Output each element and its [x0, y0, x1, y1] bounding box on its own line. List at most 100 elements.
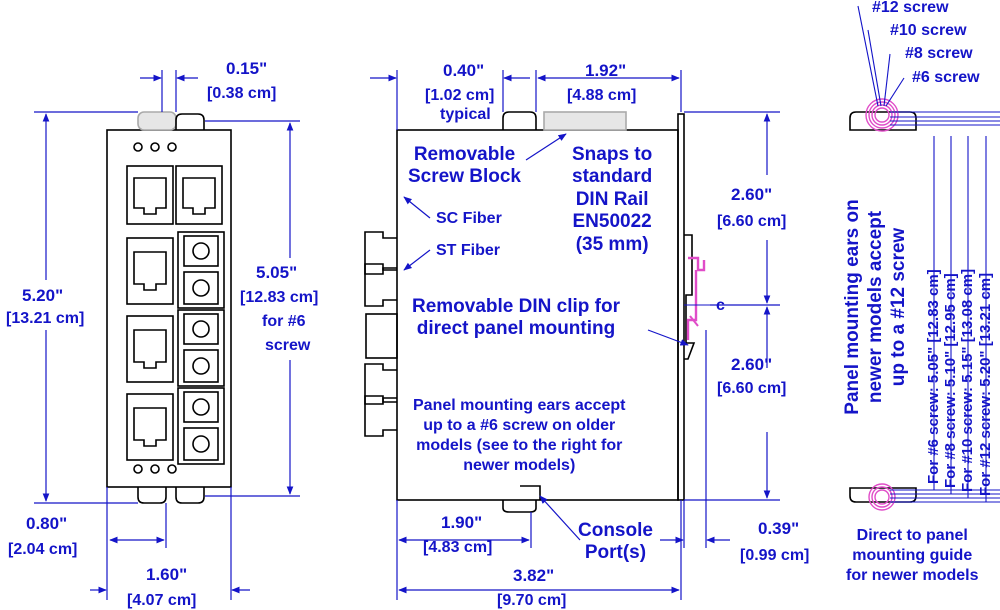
dim-block-depth-cm: [1.02 cm] — [425, 87, 495, 104]
dim-depth-cm: [9.70 cm] — [497, 592, 567, 609]
dim-height: 5.20" — [22, 286, 64, 305]
label-screw-10: #10 screw — [890, 22, 967, 39]
label-screw-8: #8 screw — [905, 45, 973, 62]
dim-height-cm: [13.21 cm] — [6, 310, 85, 327]
led-indicator — [150, 464, 160, 474]
fiber-connector-ring — [192, 320, 210, 338]
fiber-connector — [183, 313, 219, 345]
fiber-connector-ring — [192, 435, 210, 453]
screw-circles-bottom — [868, 483, 896, 511]
spacing-screw-12: For #12 screw: 5.20" [13.21 cm] — [977, 272, 994, 496]
led-indicator — [150, 142, 160, 152]
fiber-port-pair — [177, 309, 225, 387]
dim-console-offset: 1.90" — [441, 513, 483, 532]
dim-ear-width-cm: [0.38 cm] — [207, 85, 277, 102]
dim-ear-width: 0.15" — [226, 59, 268, 78]
dim-console-offset-cm: [4.83 cm] — [423, 539, 493, 556]
rj45-side — [365, 313, 398, 359]
rj45-jack — [133, 251, 167, 291]
dim-clip-depth: 0.39" — [758, 519, 800, 538]
front-view — [106, 111, 232, 504]
dim-typical: typical — [440, 106, 491, 123]
fiber-connector — [183, 391, 219, 423]
fiber-connector-ring — [192, 398, 210, 416]
front-dimensions — [34, 70, 300, 600]
dim-rail-offset-cm: [4.88 cm] — [567, 87, 637, 104]
fiber-connector-ring — [192, 242, 210, 260]
spacing-screw-10: For #10 screw: 5.15" [13.08 cm] — [959, 268, 976, 492]
spacing-screw-8: For #8 screw: 5.10" [12.95 cm] — [942, 273, 959, 488]
led-indicator — [133, 142, 143, 152]
center-mark: c — [716, 297, 725, 314]
dim-hole-spacing-cm: [12.83 cm] — [240, 289, 319, 306]
console-port — [520, 485, 541, 500]
rj45-jack — [133, 177, 167, 215]
fiber-connector-side — [364, 395, 397, 437]
fiber-connector-ring — [192, 279, 210, 297]
led-indicator — [167, 464, 177, 474]
front-top-ear — [175, 113, 205, 130]
sc-fiber-connector — [364, 231, 397, 275]
mounting-dimensions — [857, 5, 1000, 503]
label-screw-6: #6 screw — [912, 69, 980, 86]
fiber-connector — [183, 235, 219, 267]
front-bottom-ear-right — [175, 487, 205, 504]
dim-rail-offset: 1.92" — [585, 61, 627, 80]
din-clip-spring — [689, 315, 699, 327]
led-indicator — [133, 464, 143, 474]
rj45-jack — [133, 329, 167, 369]
dim-lower-half: 2.60" — [731, 355, 773, 374]
side-bottom-ear — [502, 500, 537, 513]
dim-width: 1.60" — [146, 565, 188, 584]
rj45-port — [126, 165, 174, 225]
fiber-port-pair — [177, 231, 225, 309]
hole-note-line1: for #6 — [262, 313, 306, 330]
st-fiber-connector — [364, 263, 397, 307]
dim-width-cm: [4.07 cm] — [127, 592, 197, 609]
front-top-ear-hatched — [137, 111, 177, 131]
dim-ear-offset-cm: [2.04 cm] — [8, 541, 78, 558]
fiber-connector-side — [364, 363, 397, 405]
dim-block-depth: 0.40" — [443, 61, 485, 80]
side-dimensions — [370, 70, 780, 600]
dim-lower-half-cm: [6.60 cm] — [717, 380, 787, 397]
din-clip-frame — [684, 234, 696, 360]
rj45-jack — [182, 177, 216, 215]
rj45-jack — [133, 407, 167, 447]
led-indicator — [167, 142, 177, 152]
screw-block-hatched — [543, 111, 627, 131]
dim-depth: 3.82" — [513, 566, 555, 585]
side-top-ear — [502, 111, 537, 130]
label-st-fiber: ST Fiber — [436, 242, 501, 259]
label-screw-12: #12 screw — [872, 0, 949, 16]
din-clip-highlight — [686, 256, 706, 340]
dim-hole-spacing: 5.05" — [256, 263, 298, 282]
din-plate — [677, 113, 685, 501]
fiber-connector — [183, 427, 219, 461]
fiber-connector — [183, 271, 219, 305]
rj45-port — [126, 237, 174, 305]
hole-note-line2: screw — [265, 337, 311, 354]
dim-upper-half-cm: [6.60 cm] — [717, 213, 787, 230]
rj45-port — [126, 393, 174, 461]
label-sc-fiber: SC Fiber — [436, 210, 502, 227]
screw-circles-top — [865, 98, 899, 132]
front-bottom-ear-left — [137, 487, 167, 504]
fiber-connector-ring — [192, 357, 210, 375]
dim-upper-half: 2.60" — [731, 185, 773, 204]
rj45-port — [126, 315, 174, 383]
rj45-port — [175, 165, 223, 225]
fiber-connector — [183, 349, 219, 383]
spacing-screw-6: For #6 screw: 5.05" [12.83 cm] — [925, 269, 942, 484]
fiber-port-pair — [177, 387, 225, 465]
dim-ear-offset: 0.80" — [26, 514, 68, 533]
dim-clip-depth-cm: [0.99 cm] — [740, 547, 810, 564]
